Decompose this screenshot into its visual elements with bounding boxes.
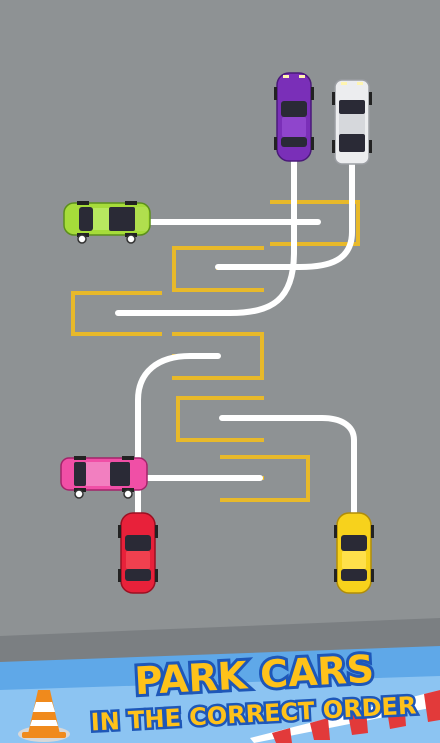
path-red [135, 353, 221, 518]
car-pink[interactable] [60, 456, 148, 499]
barrier-tape-icon [250, 690, 440, 743]
car-white[interactable] [332, 79, 372, 165]
promo-banner: PARK CARS IN THE CORRECT ORDER [0, 618, 440, 743]
parking-slot-9 [220, 455, 310, 502]
parking-slot-8 [176, 396, 264, 442]
path-purple [115, 157, 297, 316]
path-white [215, 159, 355, 270]
traffic-cone-icon [18, 690, 70, 742]
parking-slot-1 [270, 200, 360, 246]
car-purple[interactable] [274, 72, 314, 162]
car-yellow[interactable] [334, 512, 374, 594]
car-red[interactable] [118, 512, 158, 594]
car-lime[interactable] [63, 201, 151, 244]
parking-slot-3 [172, 246, 264, 292]
path-yellow [219, 415, 357, 515]
car-paths [115, 157, 357, 518]
parking-slot-5 [71, 291, 162, 336]
parking-slot-6 [172, 332, 264, 380]
